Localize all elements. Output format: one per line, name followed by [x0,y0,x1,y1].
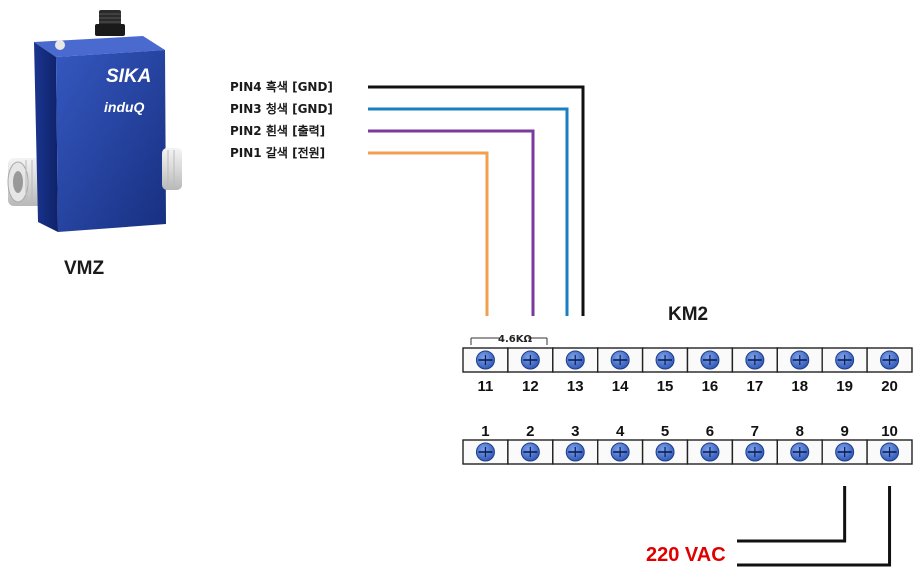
wire-pin3 [368,107,569,316]
top-terminal-number: 14 [612,378,629,395]
sika-logo: SIKA [106,66,151,87]
induq-logo: induQ [104,99,145,115]
bottom-terminal-number: 6 [706,423,714,440]
pin3-label: PIN3 청색 [GND] [230,101,333,116]
terminal-block-name: KM2 [668,304,708,325]
resistor-label: 4.6KΩ [498,334,532,345]
bottom-terminal-number: 5 [661,423,669,440]
power-wire-10 [737,486,892,567]
top-terminal-number: 12 [522,378,539,395]
power-label: 220 VAC [646,544,726,566]
top-terminal-number: 18 [791,378,808,395]
bottom-terminal-number: 1 [481,423,489,440]
outlet-fitting-icon [162,148,182,190]
sensor-connector-icon [95,10,125,36]
bottom-terminal-number: 7 [751,423,759,440]
pin-labels: PIN4 흑색 [GND] PIN3 청색 [GND] PIN2 흰색 [출력]… [230,79,333,160]
pin1-label: PIN1 갈색 [전원] [230,145,325,160]
power-wire-9 [737,486,847,543]
pin2-label: PIN2 흰색 [출력] [230,123,325,138]
top-terminal-number: 11 [478,378,494,395]
top-terminal-number: 15 [657,378,674,395]
bottom-terminal-number: 8 [796,423,804,440]
top-terminal-number: 17 [747,378,764,395]
bottom-terminal-number: 2 [526,423,534,440]
vmz-sensor: SIKA induQ [7,10,182,232]
resistor-marker: 4.6KΩ [470,334,548,345]
power-wires [737,486,892,567]
top-terminal-number: 20 [881,378,898,395]
top-terminal-number: 19 [836,378,853,395]
wire-pin2 [368,129,535,316]
wire-pin4 [368,85,585,316]
top-terminal-number: 16 [702,378,719,395]
wire-pin1 [368,151,489,316]
top-terminal-number: 13 [567,378,584,395]
bottom-terminal-number: 4 [616,423,625,440]
sensor-wires [368,85,585,316]
terminal-numbers-top: 11 12 13 14 15 16 17 18 19 20 [478,378,898,395]
terminal-row-bottom [462,439,913,465]
bottom-terminal-number: 3 [571,423,579,440]
terminal-row-top [462,347,913,373]
bottom-terminal-number: 9 [840,423,848,440]
device-name: VMZ [64,258,105,279]
pin4-label: PIN4 흑색 [GND] [230,79,333,94]
inlet-fitting-icon [7,158,44,206]
terminal-numbers-bottom: 1 2 3 4 5 6 7 8 9 10 [481,423,898,440]
bottom-terminal-number: 10 [881,423,898,440]
